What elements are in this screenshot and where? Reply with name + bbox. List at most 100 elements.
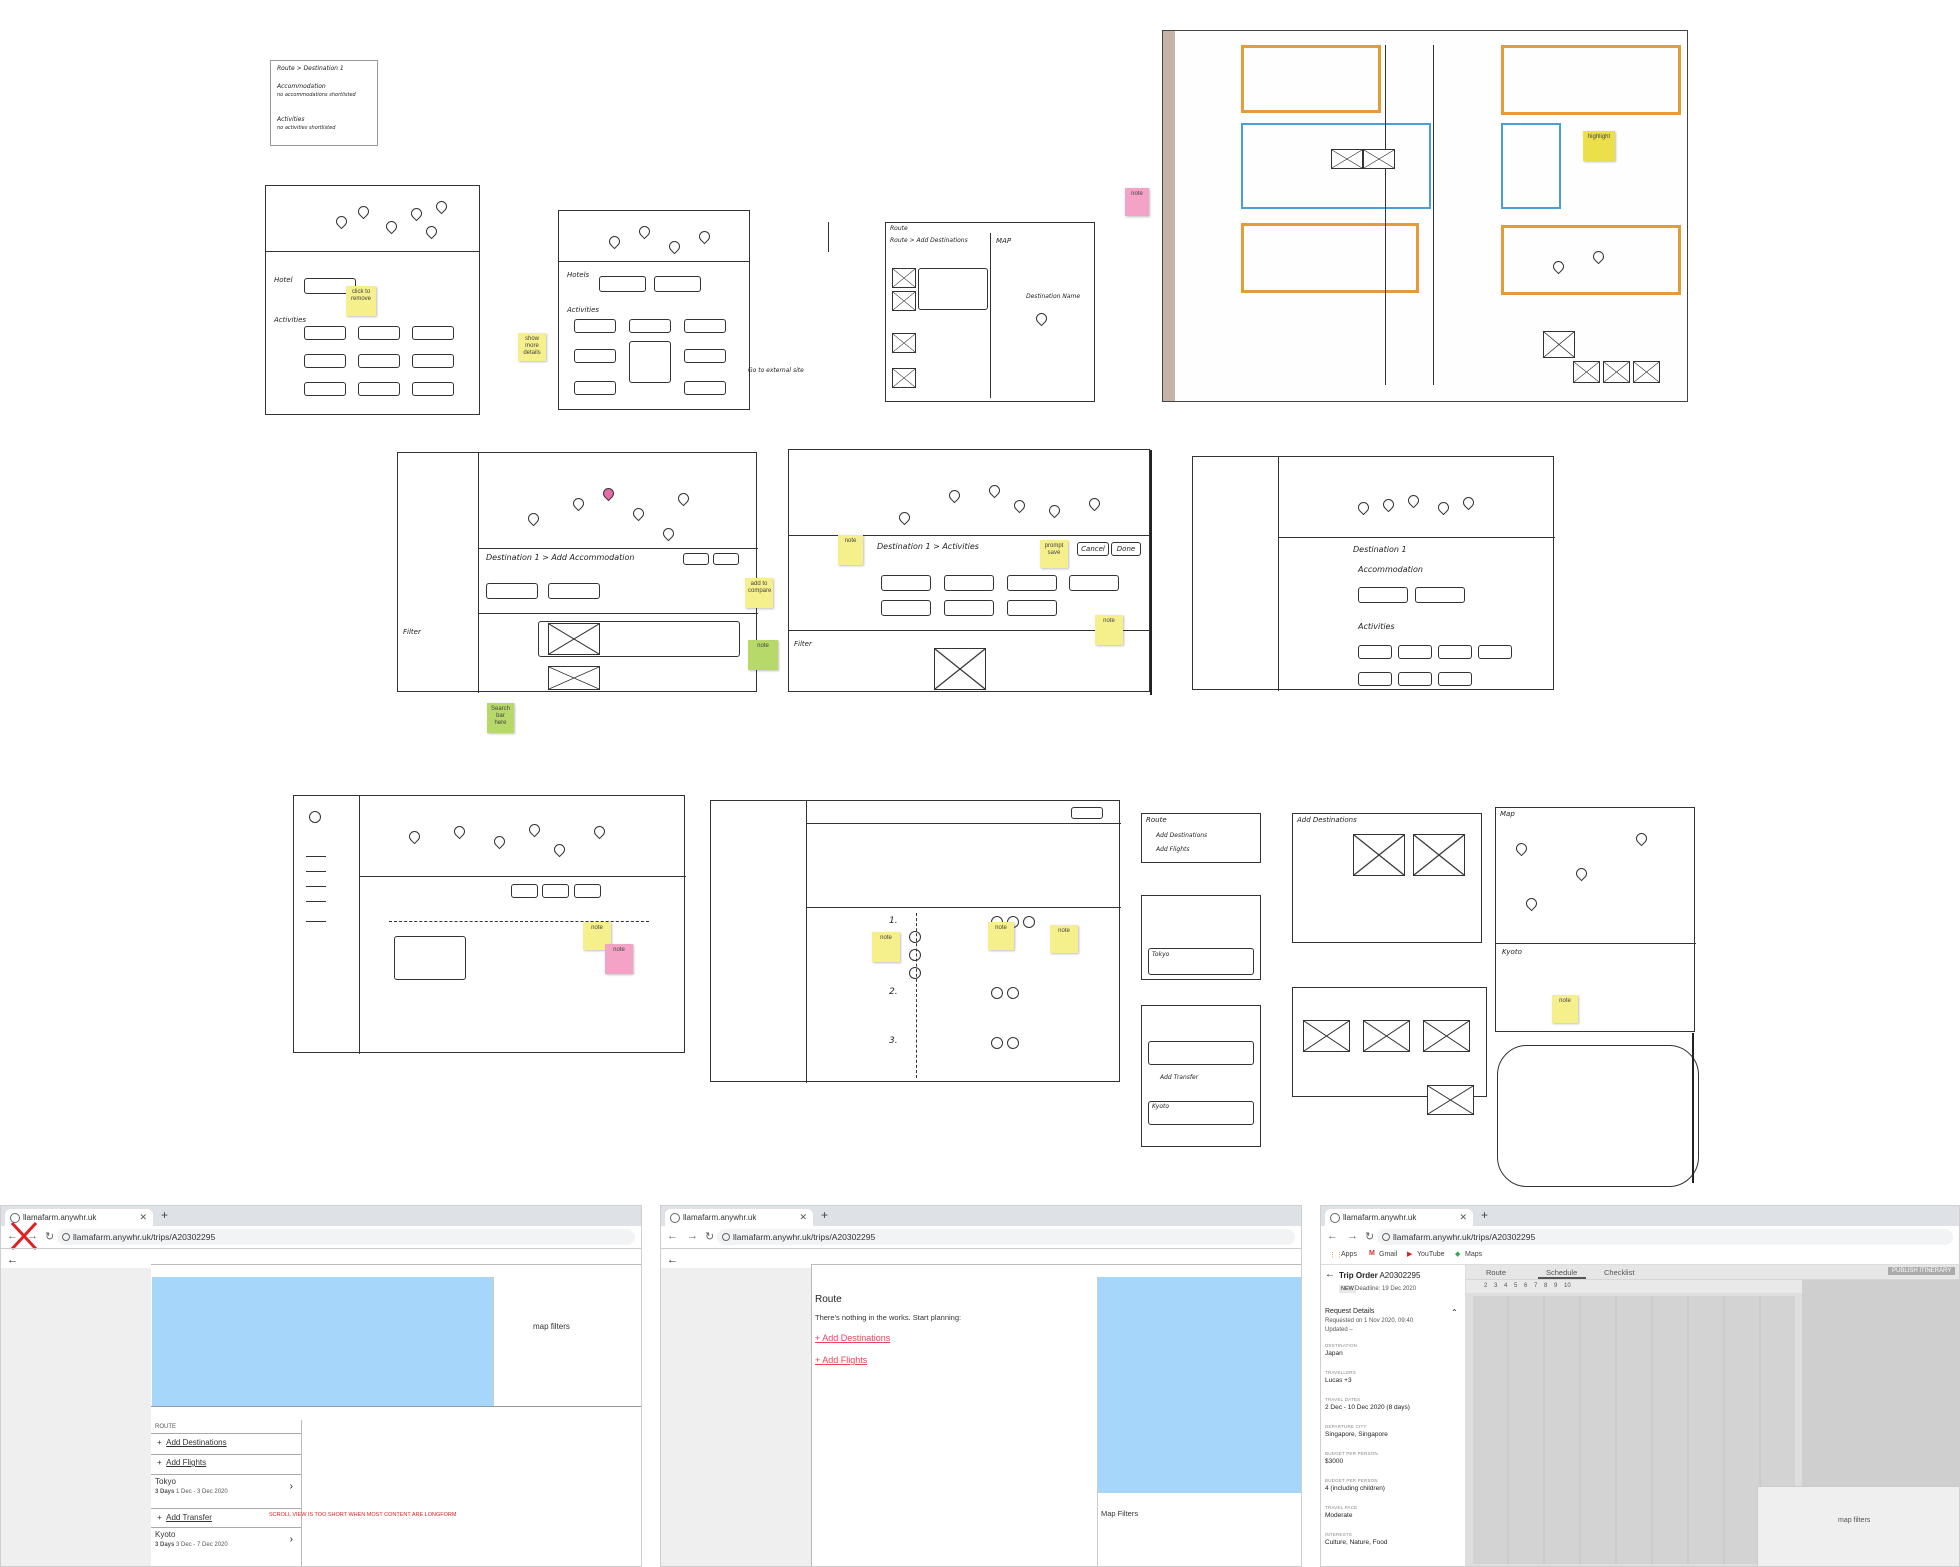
tab-route[interactable]: Route [1486,1268,1507,1277]
close-tab-icon[interactable]: ✕ [1459,1212,1467,1222]
new-tab-icon[interactable]: + [821,1208,829,1222]
close-tab-icon[interactable]: ✕ [799,1212,807,1222]
sketch-flow: Route Add Destinations Add Flights Tokyo… [1137,795,1699,1187]
forward-arrow-icon[interactable]: → [27,1230,38,1242]
add-destinations-button[interactable]: + Add Destinations [157,1438,227,1447]
day-number[interactable]: 4 [1504,1283,1508,1289]
day-number[interactable]: 8 [1544,1283,1548,1289]
day-number[interactable]: 2 [1484,1283,1488,1289]
chevron-up-icon[interactable]: ⌃ [1451,1308,1458,1317]
sketch4-route: Route [890,225,908,232]
add-destinations-label: Add Destinations [166,1438,227,1447]
sketch7-title: Destination 1 > Activities [877,542,979,551]
day-number[interactable]: 9 [1554,1283,1558,1289]
field-label: DEPARTURE CITY [1325,1424,1367,1429]
warning-annotation: SCROLL VIEW IS TOO SHORT WHEN MOST CONTE… [269,1512,457,1518]
sketch-add-destinations: Route Route > Add Destinations MAP Desti… [885,222,1095,402]
day-number[interactable]: 7 [1534,1283,1538,1289]
bookmark-gmail[interactable]: Gmail [1379,1251,1398,1258]
day-number[interactable]: 5 [1514,1283,1518,1289]
tab-checklist[interactable]: Checklist [1604,1268,1635,1277]
field-label: TRAVEL DATES [1325,1397,1361,1402]
schedule-grid[interactable] [1473,1296,1795,1564]
field-value: $3000 [1325,1458,1344,1465]
tab-row: Route Schedule Checklist PUBLISH ITINERA… [1466,1265,1959,1279]
field-value: 4 (including children) [1325,1485,1385,1492]
url-field[interactable]: llamafarm.anywhr.uk/trips/A20302295 [1377,1229,1953,1245]
new-tab-icon[interactable]: + [1481,1208,1489,1222]
url-text: llamafarm.anywhr.uk/trips/A20302295 [73,1232,216,1242]
sketch-destination-overview: Destination 1 Accommodation Activities [1192,456,1555,691]
tokyo-days: 3 Days [155,1489,175,1495]
bookmarks-bar: ⋮⋮ Apps M Gmail ▶ YouTube ◆ Maps [1321,1248,1959,1265]
reload-icon[interactable]: ↻ [705,1231,715,1243]
bookmark-apps[interactable]: Apps [1341,1251,1357,1258]
route-title: Route [815,1294,842,1305]
sticky-search: Search bar here [487,703,514,733]
add-destinations-link[interactable]: + Add Destinations [815,1333,891,1343]
publish-itinerary-button[interactable]: PUBLISH ITINERARY [1888,1267,1956,1275]
tab-bar: llamafarm.anywhr.uk ✕ + [1,1206,641,1226]
note-accommodation: Accommodation [277,83,326,90]
browser-tab[interactable]: llamafarm.anywhr.uk ✕ [5,1209,153,1226]
deadline-text: Deadline: 19 Dec 2020 [1355,1286,1417,1292]
reload-icon[interactable]: ↻ [1365,1231,1375,1243]
url-field[interactable]: llamafarm.anywhr.uk/trips/A20302295 [717,1229,1295,1245]
kyoto-name: Kyoto [155,1530,176,1539]
add-flights-link[interactable]: + Add Flights [815,1355,868,1365]
day-number[interactable]: 6 [1524,1283,1528,1289]
chevron-right-icon: › [289,1534,293,1545]
trip-order-id: A20302295 [1379,1271,1421,1280]
back-arrow-icon[interactable]: ← [7,1230,18,1242]
note-route: Route > Destination 1 [277,65,344,72]
map-filters-label[interactable]: Map Filters [1101,1509,1139,1518]
new-tab-icon[interactable]: + [161,1208,169,1222]
field-value: Japan [1325,1350,1343,1357]
gmail-icon: M [1369,1250,1375,1257]
reload-icon[interactable]: ↻ [45,1231,55,1243]
bookmark-youtube[interactable]: YouTube [1417,1251,1445,1258]
sidebar [1,1268,151,1566]
map-filters-panel[interactable]: map filters [1757,1486,1959,1566]
sketch4-add: Route > Add Destinations [890,237,968,244]
field-label: BUDGET PER PERSON [1325,1478,1378,1483]
back-arrow-icon[interactable]: ← [1327,1230,1338,1242]
add-transfer-button[interactable]: + Add Transfer [157,1513,212,1522]
url-text: llamafarm.anywhr.uk/trips/A20302295 [1393,1232,1536,1242]
close-tab-icon[interactable]: ✕ [139,1212,147,1222]
forward-arrow-icon[interactable]: → [1347,1230,1358,1242]
back-icon[interactable]: ← [7,1254,18,1266]
address-bar: ← → ↻ llamafarm.anywhr.uk/trips/A2030229… [1321,1226,1959,1249]
bookmark-maps[interactable]: Maps [1465,1251,1483,1258]
back-icon[interactable]: ← [667,1254,678,1266]
sketch-activities: Destination 1 > Activities Cancel Done F… [788,449,1150,692]
tab-title: llamafarm.anywhr.uk [23,1213,97,1222]
tab-schedule[interactable]: Schedule [1546,1268,1578,1277]
url-field[interactable]: llamafarm.anywhr.uk/trips/A20302295 [57,1229,635,1245]
destination-card-kyoto[interactable]: Kyoto 3 Days 3 Dec - 7 Dec 2020 › [155,1530,301,1560]
address-bar: ← → ↻ llamafarm.anywhr.uk/trips/A2030229… [1,1226,641,1249]
sketch7-done: Done [1111,542,1141,556]
active-tab-indicator [1538,1277,1586,1279]
field-label: TRAVEL PACE [1325,1505,1358,1510]
day-number[interactable]: 3 [1494,1283,1498,1289]
map-area[interactable] [152,1277,493,1406]
updated-text: Updated – [1325,1327,1353,1333]
sketch6-title: Destination 1 > Add Accommodation [486,553,635,562]
map-filters-label[interactable]: map filters [533,1322,570,1331]
back-arrow-icon[interactable]: ← [667,1230,678,1242]
requested-on: Requested on 1 Nov 2020, 09:40 [1325,1318,1414,1324]
browser-tab[interactable]: llamafarm.anywhr.uk ✕ [665,1209,813,1226]
day-number[interactable]: 10 [1564,1283,1571,1289]
browser-tab[interactable]: llamafarm.anywhr.uk ✕ [1325,1209,1473,1226]
back-icon[interactable]: ← [1325,1269,1335,1280]
note-accommodation-sub: no accommodations shortlisted [277,92,356,98]
sketch2-hotels: Hotels [567,271,590,279]
destination-card-tokyo[interactable]: Tokyo 3 Days 1 Dec - 3 Dec 2020 › [155,1477,301,1507]
add-flights-button[interactable]: + Add Flights [157,1458,207,1467]
field-value: Culture, Nature, Food [1325,1539,1388,1546]
sketch4-destination: Destination Name [1026,293,1081,300]
map-area[interactable] [1097,1277,1301,1493]
sketch8-accom: Accommodation [1358,565,1423,574]
forward-arrow-icon[interactable]: → [687,1230,698,1242]
